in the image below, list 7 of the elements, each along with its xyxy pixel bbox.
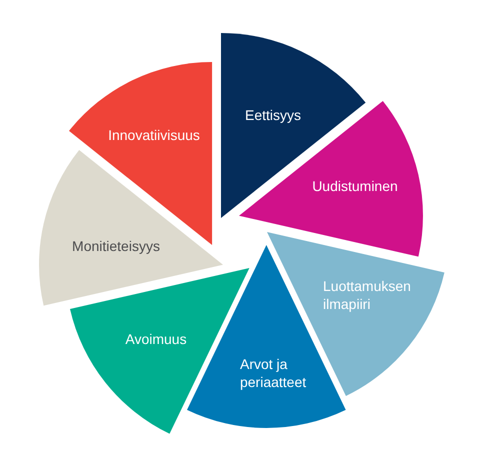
segment-label: Eettisyys [245,106,301,124]
segment-label: Monitieteisyys [72,236,160,255]
segment-label: Arvot ja periaatteet [240,355,308,391]
segment-label: Luottamuksen ilmapiiri [323,277,412,313]
segment-label: Uudistuminen [312,176,398,195]
segment-label: Avoimuus [125,330,187,348]
segment-label: Innovatiivisuus [108,126,200,144]
